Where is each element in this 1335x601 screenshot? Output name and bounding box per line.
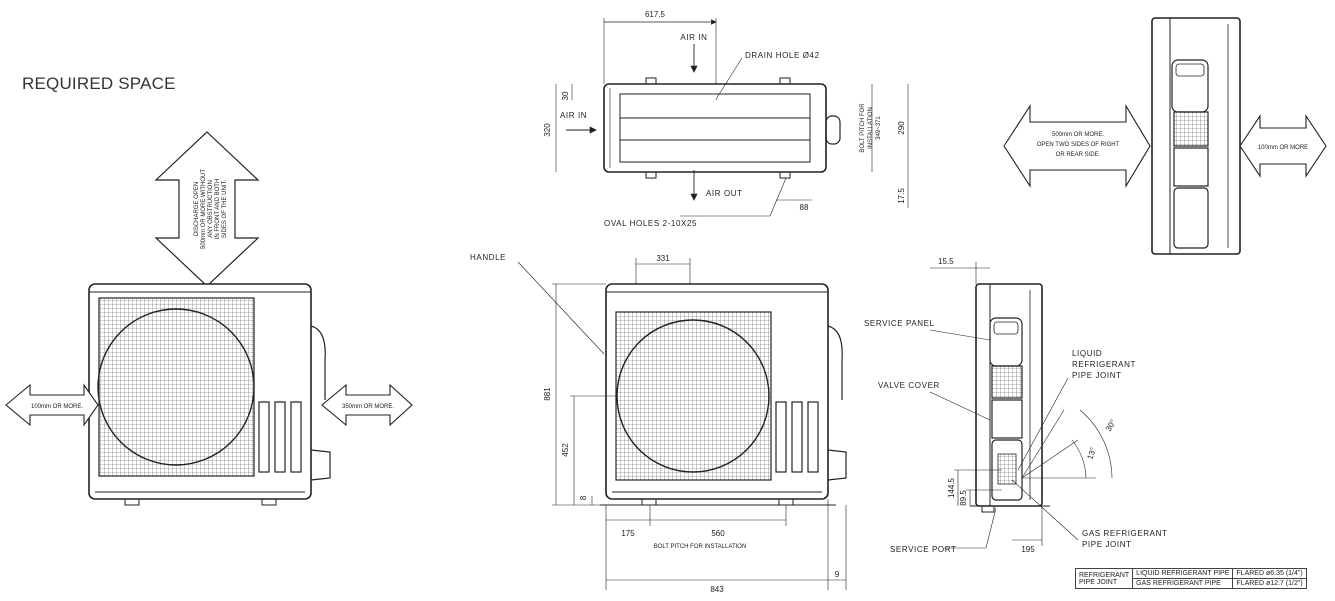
dim-881: 881 [543, 387, 552, 401]
dim-843: 843 [710, 585, 724, 594]
dim-452: 452 [561, 443, 570, 457]
dim-560: 560 [711, 529, 725, 538]
gas-joint-label-2: PIPE JOINT [1082, 540, 1132, 549]
dim-15-5: 15.5 [938, 257, 954, 266]
service-port-label: SERVICE PORT [890, 545, 956, 554]
top-clearance-text-1: DISCHARGE OPEN [194, 182, 200, 236]
left-clearance-text: 100mm OR MORE. [31, 404, 83, 410]
top-clearance-text-4: IN FRONT AND BOTH [215, 179, 221, 240]
side-view [929, 262, 1113, 549]
bolt-pitch-top-2: INSTALLATION [868, 107, 874, 149]
dim-144-5: 144.5 [947, 477, 956, 498]
oval-holes-label: OVAL HOLES 2-10X25 [604, 219, 697, 228]
spec-header-line-1: REFRIGERANT [1079, 571, 1130, 579]
spec-header-line-2: PIPE JOINT [1079, 578, 1118, 586]
dim-290: 290 [897, 121, 906, 135]
top-clearance-text-3: ANY OBSTRUCTION [208, 180, 214, 238]
top-view [555, 18, 909, 217]
fan-grille [98, 297, 255, 477]
angle-13: 13° [1085, 446, 1098, 460]
liquid-joint-label-1: LIQUID [1072, 349, 1102, 358]
bolt-pitch-top-value: 349~371 [876, 116, 882, 140]
drain-hole-label: DRAIN HOLE Ø42 [745, 51, 820, 60]
dim-88: 88 [800, 203, 809, 212]
air-in-top-label: AIR IN [680, 33, 707, 42]
angle-30: 30° [1104, 418, 1118, 433]
rear-clearance-view [1003, 17, 1327, 255]
spec-liquid-value: FLARED ø6.35 (1/4") [1232, 568, 1307, 579]
dim-331: 331 [656, 254, 670, 263]
dim-195: 195 [1021, 545, 1035, 554]
gas-joint-label-1: GAS REFRIGERANT [1082, 529, 1167, 538]
dim-175: 175 [621, 529, 635, 538]
page-title: REQUIRED SPACE [22, 74, 176, 93]
rear-clearance-text-2: OPEN TWO SIDES OF RIGHT [1037, 142, 1120, 148]
rear-side-clearance-arrow [1239, 114, 1327, 178]
dim-17-5: 17.5 [897, 188, 906, 204]
left-clearance-arrow [5, 383, 99, 427]
dim-8: 8 [579, 495, 588, 500]
dim-617-5: 617.5 [645, 10, 666, 19]
dim-30: 30 [561, 91, 570, 100]
rear-side-clearance-text: 100mm OR MORE [1258, 145, 1308, 151]
top-clearance-text-2: 500mm OR MORE WITHOUT [201, 169, 207, 249]
dim-9: 9 [835, 570, 840, 579]
refrigerant-spec-table: REFRIGERANT PIPE JOINT LIQUID REFRIGERAN… [1074, 568, 1307, 589]
bolt-pitch-top-1: BOLT PITCH FOR [860, 103, 866, 153]
top-clearance-text-5: SIDES OF THE UNIT. [222, 180, 228, 239]
rear-clearance-arrow [1003, 104, 1151, 188]
right-clearance-arrow [321, 383, 413, 427]
spec-gas-pipe: GAS REFRIGERANT PIPE [1132, 578, 1234, 589]
bolt-pitch-front: BOLT PITCH FOR INSTALLATION [654, 544, 747, 550]
dim-89-5: 89.5 [959, 490, 968, 506]
spec-header-cell: REFRIGERANT PIPE JOINT [1074, 568, 1134, 589]
handle-label: HANDLE [470, 253, 506, 262]
rear-clearance-text-1: 500mm OR MORE. [1052, 132, 1104, 138]
top-clearance-arrow [154, 131, 260, 287]
spec-gas-value: FLARED ø12.7 (1/2") [1232, 578, 1307, 589]
service-panel-label: SERVICE PANEL [864, 319, 935, 328]
air-in-left-label: AIR IN [560, 111, 587, 120]
liquid-joint-label-3: PIPE JOINT [1072, 371, 1122, 380]
spec-liquid-pipe: LIQUID REFRIGERANT PIPE [1132, 568, 1234, 579]
dim-320: 320 [543, 123, 552, 137]
liquid-joint-label-2: REFRIGERANT [1072, 360, 1136, 369]
valve-cover-label: VALVE COVER [878, 381, 940, 390]
front-view [517, 258, 847, 590]
required-space-unit [5, 131, 413, 506]
right-clearance-text: 350mm OR MORE. [342, 404, 394, 410]
air-out-label: AIR OUT [706, 189, 743, 198]
rear-clearance-text-3: OR REAR SIDE. [1056, 152, 1101, 158]
